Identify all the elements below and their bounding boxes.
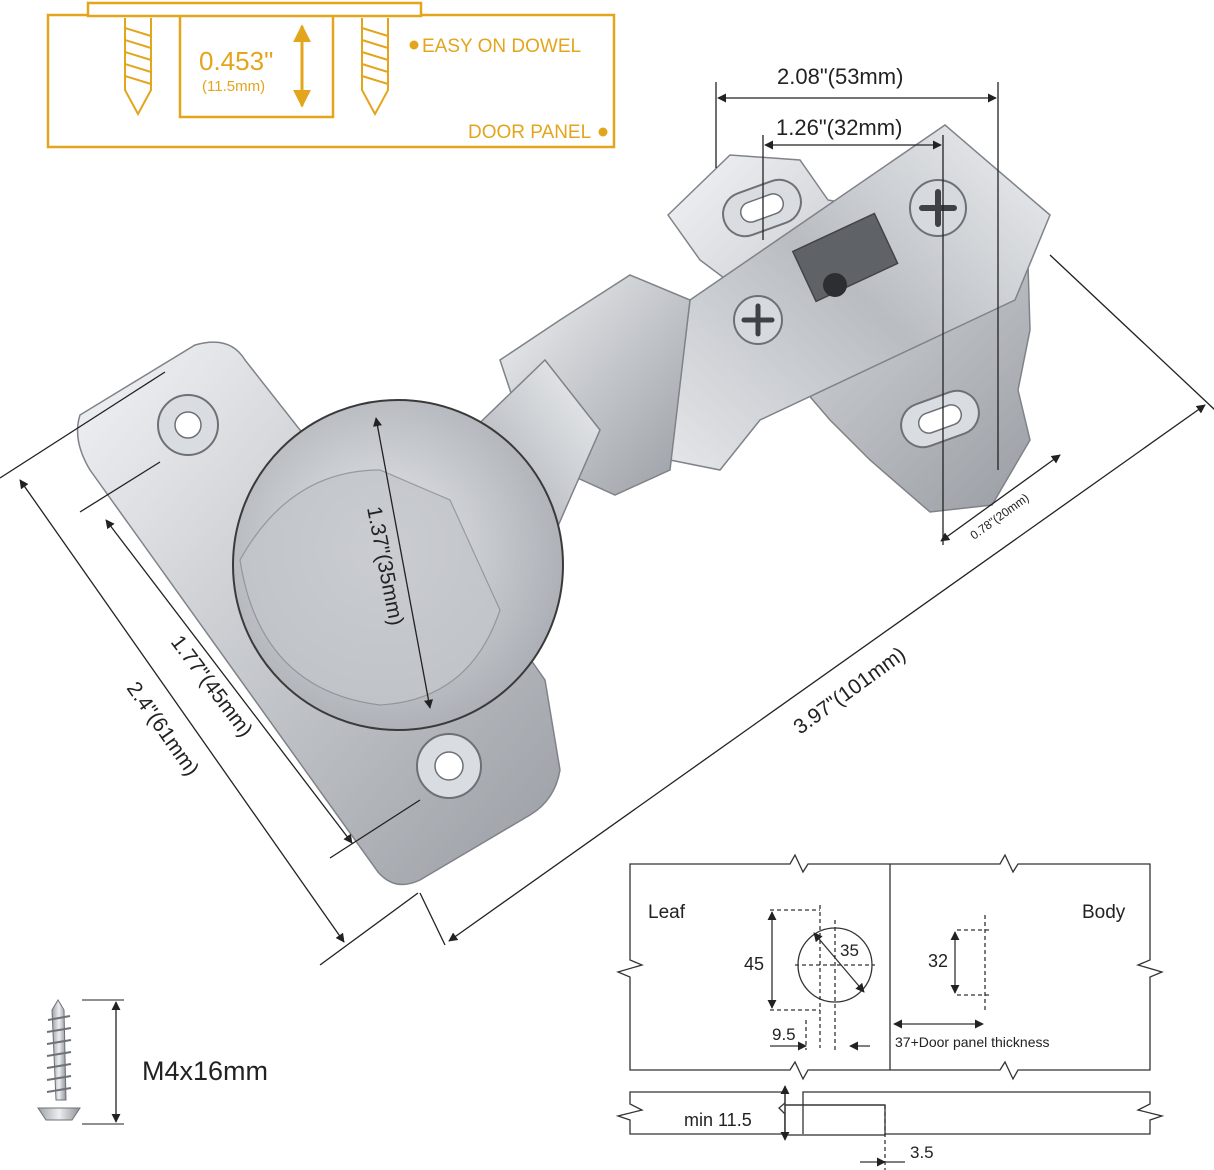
depth-value: 0.453": [199, 46, 273, 76]
template-cup-diam: [813, 932, 865, 993]
depth-metric: (11.5mm): [202, 78, 265, 95]
arm-window: [791, 212, 899, 303]
label-1-26: 1.26"(32mm): [776, 115, 902, 140]
template-cup-bore: [784, 1104, 886, 1136]
panel-inset: 0.453" (11.5mm) EASY ON DOWEL DOOR PANEL: [46, 1, 616, 149]
mount-slot-top-inner: [739, 193, 785, 223]
adjust-screw-top: [909, 179, 967, 237]
template-min-depth: min 11.5: [684, 1110, 752, 1130]
dim-3-97: [448, 404, 1206, 942]
dowel-right: [361, 18, 389, 117]
label-2-08: 2.08"(53mm): [777, 64, 903, 89]
dowel-label: EASY ON DOWEL: [422, 36, 581, 57]
dowel-left: [124, 18, 152, 117]
template-frame: [616, 853, 1164, 1081]
template-35-label: 35: [840, 941, 859, 960]
template-9-5-label: 9.5: [772, 1025, 796, 1044]
template-body-label: Body: [1082, 902, 1126, 923]
dim-1-37: [373, 417, 433, 709]
dim-2-4: [19, 479, 345, 943]
door-panel-bullet: [598, 127, 608, 137]
plate-hole-bottom: [416, 733, 482, 799]
template-leaf-label: Leaf: [648, 902, 686, 923]
adjust-screw-left: [733, 295, 783, 345]
arm-adjust-hole: [823, 273, 847, 297]
template-3-5-label: 3.5: [910, 1143, 934, 1162]
dowel-bullet: [409, 40, 419, 50]
screw-icon: [37, 999, 124, 1125]
template-offset-note: 37+Door panel thickness: [895, 1034, 1050, 1050]
plate-hole-top: [157, 394, 219, 456]
template-32-label: 32: [928, 951, 948, 971]
dimension-lines: [0, 82, 1214, 966]
door-panel-label: DOOR PANEL: [468, 122, 591, 143]
template-45-label: 45: [744, 954, 764, 974]
drilling-template: [615, 853, 1165, 1170]
cup-recess-outline: [178, 15, 335, 119]
screw-label: M4x16mm: [142, 1056, 268, 1086]
label-2-4: 2.4"(61mm): [122, 678, 203, 780]
hinge-plate-outline: [86, 1, 423, 18]
